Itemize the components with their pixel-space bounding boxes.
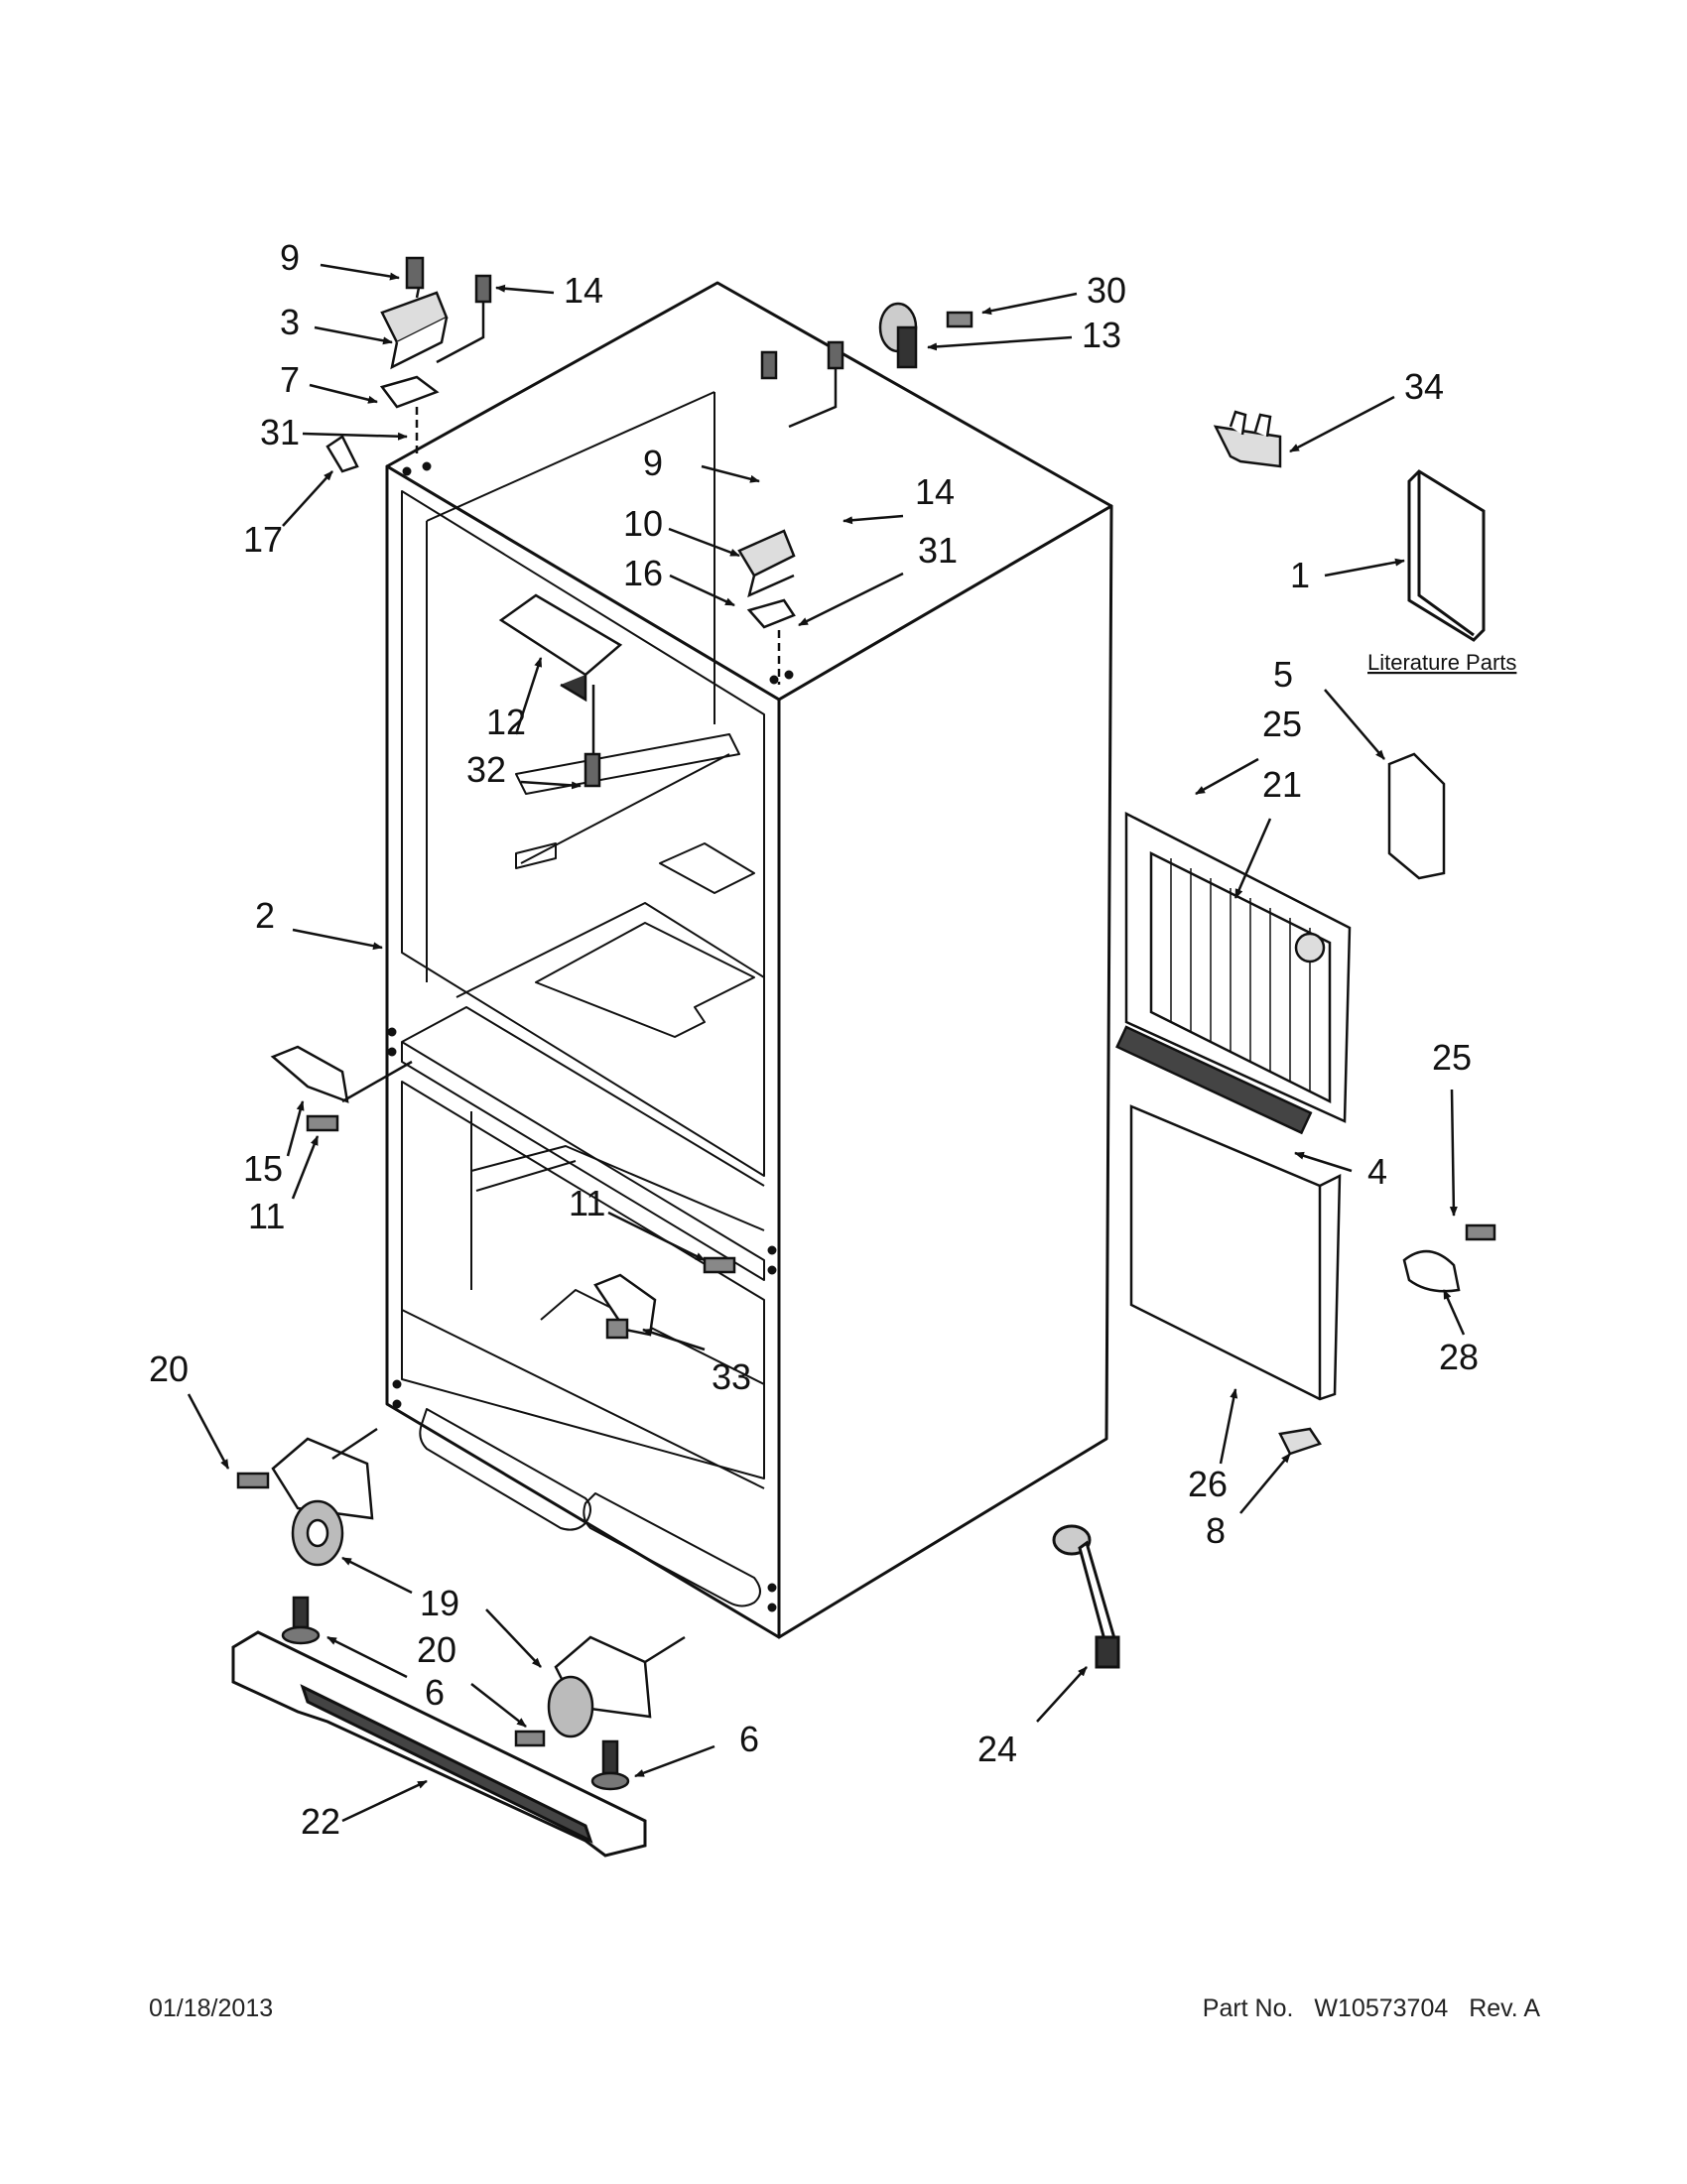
part-22-base-grille (231, 1630, 647, 1858)
callout-7: 7 (280, 359, 300, 400)
refrigerator-cabinet (385, 281, 1113, 1639)
callout-3: 3 (280, 302, 300, 342)
callout-20-left: 20 (149, 1349, 189, 1389)
callout-21: 21 (1262, 764, 1302, 805)
part-15-hinge-bracket (270, 1045, 413, 1132)
part-number-value: W10573704 (1314, 1994, 1449, 2022)
part-21-grille (1115, 811, 1352, 1135)
literature-parts-label: Literature Parts (1367, 650, 1516, 675)
callout-12: 12 (486, 702, 526, 742)
callout-10: 10 (623, 503, 663, 544)
callout-34: 34 (1404, 366, 1444, 407)
part-28-clamp (1402, 1223, 1496, 1293)
part-1-literature (1407, 469, 1486, 642)
top-left-hinge-assembly (325, 256, 492, 473)
part-number-label: Part No. (1202, 1994, 1294, 2022)
callout-26: 26 (1188, 1464, 1228, 1504)
part-24-wrench (1052, 1524, 1120, 1669)
callout-8: 8 (1206, 1510, 1226, 1551)
callout-2: 2 (255, 895, 275, 936)
callout-6-left: 6 (425, 1672, 445, 1713)
callout-31-right: 31 (918, 530, 958, 571)
callout-33: 33 (712, 1356, 751, 1397)
callout-28: 28 (1439, 1337, 1479, 1377)
part-33-hinge-bracket (593, 1256, 736, 1340)
roller-assembly-left (236, 1427, 378, 1645)
callout-13: 13 (1082, 315, 1121, 355)
callout-4: 4 (1367, 1151, 1387, 1192)
callout-6-right: 6 (739, 1719, 759, 1759)
callout-17: 17 (243, 519, 283, 560)
part-8-clip (1278, 1427, 1322, 1456)
callout-1: 1 (1290, 555, 1310, 595)
callout-15: 15 (243, 1148, 283, 1189)
part-26-panel (1129, 1104, 1342, 1401)
part-5-bracket (1387, 752, 1446, 880)
callout-9-top-left: 9 (280, 237, 300, 278)
part-12-air-tower (498, 593, 623, 788)
callout-5: 5 (1273, 654, 1293, 695)
roller-assembly-right (514, 1635, 686, 1791)
callout-11-left: 11 (248, 1196, 285, 1236)
part-13-roller (878, 302, 973, 369)
callout-25-top: 25 (1262, 704, 1302, 744)
callout-19: 19 (420, 1583, 459, 1623)
callout-24: 24 (977, 1729, 1017, 1769)
callout-14-top-right: 14 (915, 471, 955, 512)
footer-date: 01/18/2013 (149, 1994, 274, 2022)
part-34-clip (1213, 410, 1282, 468)
callout-32: 32 (466, 749, 506, 790)
callout-31-left: 31 (260, 412, 300, 452)
callout-11-center: 11 (569, 1183, 605, 1223)
callout-20-right: 20 (417, 1629, 456, 1670)
revision-label: Rev. A (1469, 1994, 1540, 2022)
callout-labels: 9 14 3 7 31 17 30 13 34 1 Literature Par… (149, 237, 1516, 1842)
callout-14-top-left: 14 (564, 270, 603, 311)
callout-9-top-right: 9 (643, 443, 663, 483)
callout-25-right: 25 (1432, 1037, 1472, 1078)
leader-arrows (187, 263, 1466, 1823)
callout-30: 30 (1087, 270, 1126, 311)
footer-part-number: Part No. W10573704 Rev. A (1203, 1994, 1540, 2023)
top-right-hinge-assembly (737, 340, 844, 685)
callout-16: 16 (623, 553, 663, 593)
callout-22: 22 (301, 1801, 340, 1842)
